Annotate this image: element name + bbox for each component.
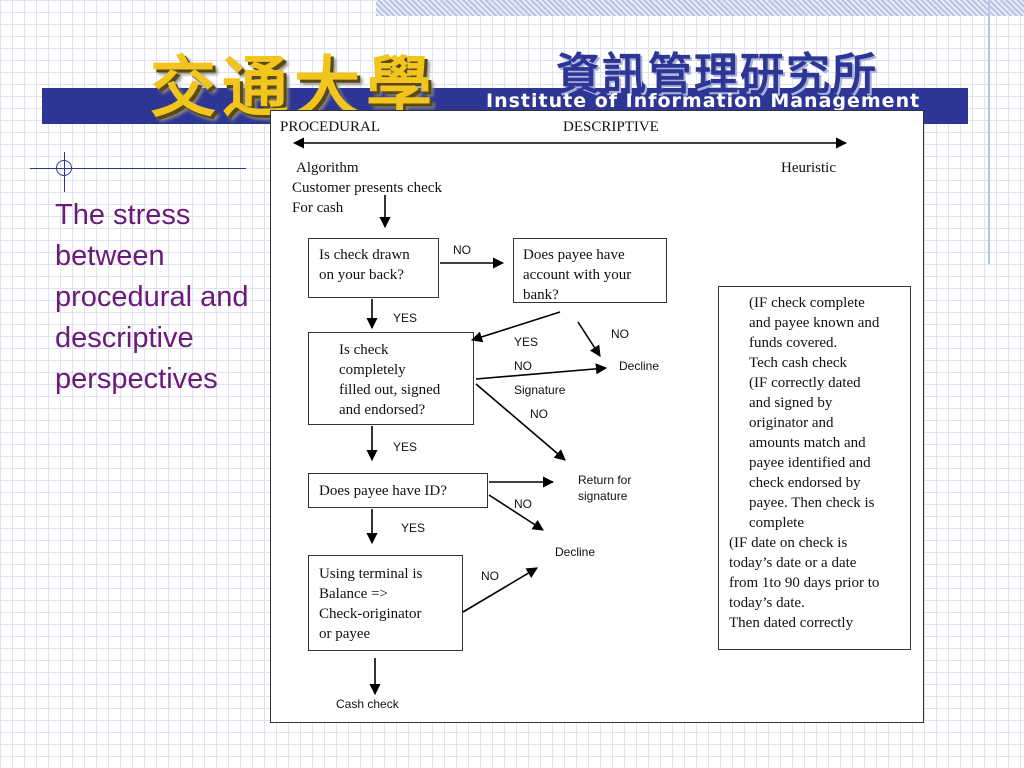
- algorithm-label: Algorithm: [296, 160, 359, 176]
- institute-name-chinese: 資訊管理研究所: [556, 49, 878, 100]
- slide-title: The stress between procedural and descri…: [55, 199, 249, 395]
- terminal-box: Using terminal is Balance => Check-origi…: [308, 555, 463, 651]
- return-for-signature-label: Return for signature: [578, 473, 632, 503]
- header-vertical-rule: [988, 0, 990, 264]
- start-text: Customer presents check For cash: [292, 180, 442, 216]
- label-yes-account: YES: [514, 335, 539, 349]
- label-yes-complete: YES: [393, 440, 418, 454]
- label-no-terminal: NO: [481, 569, 499, 583]
- title-decoration-circle: [56, 160, 72, 176]
- heuristic-rules-box: (IF check complete and payee known and f…: [718, 286, 911, 650]
- check-drawn-box: Is check drawn on your back?: [308, 238, 439, 298]
- label-signature: Signature: [514, 383, 566, 397]
- label-yes-id: YES: [401, 521, 426, 535]
- institute-name-english: Institute of Information Management: [486, 90, 921, 112]
- title-decoration-line: [30, 168, 246, 169]
- label-no-signature: NO: [530, 407, 548, 421]
- label-no-id: NO: [514, 497, 532, 511]
- heuristic-label: Heuristic: [781, 160, 836, 176]
- payee-account-box: Does payee have account with your bank?: [513, 238, 667, 303]
- payee-id-box: Does payee have ID?: [308, 473, 488, 508]
- heuristic-rules-text: (IF check complete and payee known and f…: [749, 295, 880, 531]
- decline-label-top: Decline: [619, 359, 660, 373]
- label-no-drawn: NO: [453, 243, 471, 257]
- label-no-account: NO: [611, 327, 629, 341]
- label-yes-drawn: YES: [393, 311, 418, 325]
- header-pattern-band: [376, 0, 1024, 16]
- decline-label-bottom: Decline: [555, 545, 596, 559]
- check-completeness-box: Is check completely filled out, signed a…: [308, 332, 474, 425]
- heuristic-rules-date-text: (IF date on check is today’s date or a d…: [729, 535, 880, 631]
- cash-check-label: Cash check: [336, 697, 399, 711]
- procedural-label: PROCEDURAL: [280, 119, 381, 135]
- label-no-complete: NO: [514, 359, 532, 373]
- descriptive-label: DESCRIPTIVE: [563, 119, 659, 135]
